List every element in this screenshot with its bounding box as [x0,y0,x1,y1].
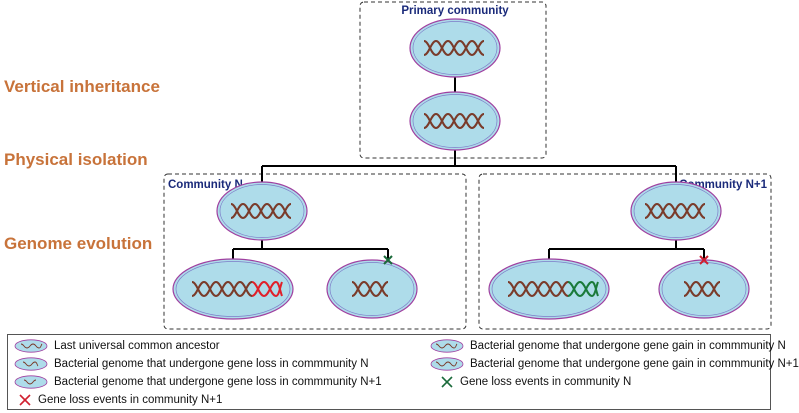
green-x-icon [441,376,453,388]
primary-community-box [359,1,547,159]
legend-label-loss-n: Bacterial genome that undergone gene los… [54,358,369,370]
legend-item-loss-event-n: Gene loss events in community N [430,375,631,389]
legend-label-gain-n: Bacterial genome that undergone gene gai… [470,340,786,352]
legend-item-luca: Last universal common ancestor [14,339,220,353]
legend-item-gain-n: Bacterial genome that undergone gene gai… [430,339,786,353]
community-n-root-cell [216,181,308,241]
legend-item-loss-n1: Bacterial genome that undergone gene los… [14,375,382,389]
primary-community-label: Primary community [401,5,509,17]
gene-loss-mark-n1 [699,255,709,265]
loss-n1-genome-icon [14,375,48,389]
primary-ancestor-cell [409,18,501,78]
primary-descendant-cell [409,91,501,151]
legend-label-gain-n1: Bacterial genome that undergone gene gai… [470,358,799,370]
gain-n1-genome-icon [430,357,464,371]
community-n1-loss-cell [658,259,750,319]
tree-connectors [232,77,705,260]
community-n1-root-cell [630,181,722,241]
community-n1-box [478,173,772,330]
community-n-box [163,173,467,330]
legend-label-loss-n1: Bacterial genome that undergone gene los… [54,376,382,388]
legend-item-loss-event-n1: Gene loss events in community N+1 [8,393,222,407]
community-n-label: Community N [168,179,243,191]
gain-n-genome-icon [430,339,464,353]
legend-item-loss-n: Bacterial genome that undergone gene los… [14,357,369,371]
stage-label-vertical-inheritance: Vertical inheritance [4,77,160,96]
stage-label-physical-isolation: Physical isolation [4,150,148,169]
legend-item-gain-n1: Bacterial genome that undergone gene gai… [430,357,799,371]
community-n-loss-cell [326,259,418,319]
community-n1-gain-cell [488,258,610,320]
luca-genome-icon [14,339,48,353]
community-n-gain-cell [172,258,294,320]
legend-label-luca: Last universal common ancestor [54,340,220,352]
legend-label-loss-event-n: Gene loss events in community N [460,376,632,388]
diagram-canvas: Primary community Community N Community … [163,1,772,330]
legend-label-loss-event-n1: Gene loss events in community N+1 [38,394,223,406]
gene-loss-mark-n [383,255,393,265]
red-x-icon [19,394,31,406]
legend: Last universal common ancestor Bacterial… [7,334,799,410]
loss-n-genome-icon [14,357,48,371]
stage-label-genome-evolution: Genome evolution [4,234,153,253]
